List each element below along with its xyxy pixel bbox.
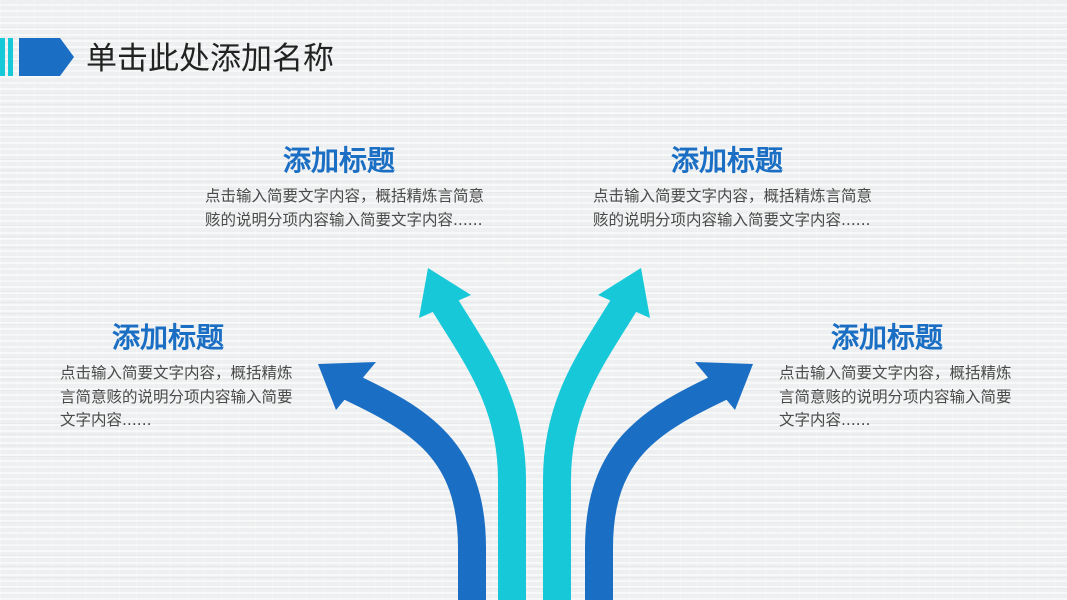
text-block-right: 添加标题 点击输入简要文字内容，概括精炼言简意赅的说明分项内容输入简要文字内容.… xyxy=(779,320,1019,433)
arrow-inner-right xyxy=(543,292,640,600)
block-title: 添加标题 xyxy=(831,321,944,354)
arrow-outer-right-head xyxy=(695,362,753,410)
text-block-left: 添加标题 点击输入简要文字内容，概括精炼言简意赅的说明分项内容输入简要文字内容.… xyxy=(60,320,300,433)
header-bar-icon xyxy=(8,38,13,76)
block-text: 点击输入简要文字内容，概括精炼言简意赅的说明分项内容输入简要文字内容...... xyxy=(60,364,293,429)
arrow-outer-left xyxy=(342,373,486,600)
arrow-inner-right-head xyxy=(598,268,650,318)
header-chevron-icon xyxy=(19,38,74,76)
arrow-inner-left xyxy=(429,292,526,600)
header-tag-icon xyxy=(0,38,74,76)
arrow-inner-left-head xyxy=(419,268,471,318)
header-bar-icon xyxy=(0,38,5,76)
block-text: 点击输入简要文字内容，概括精炼言简意赅的说明分项内容输入简要文字内容...... xyxy=(779,364,1012,429)
page-title: 单击此处添加名称 xyxy=(86,41,334,77)
arrow-outer-left-head xyxy=(318,362,376,410)
block-title: 添加标题 xyxy=(112,321,225,354)
block-text: 点击输入简要文字内容，概括精炼言简意赅的说明分项内容输入简要文字内容...... xyxy=(593,187,873,229)
block-title: 添加标题 xyxy=(283,144,396,177)
block-title: 添加标题 xyxy=(671,144,784,177)
block-text: 点击输入简要文字内容，概括精炼言简意赅的说明分项内容输入简要文字内容...... xyxy=(205,187,485,229)
text-block-top-left: 添加标题 点击输入简要文字内容，概括精炼言简意赅的说明分项内容输入简要文字内容.… xyxy=(205,143,495,232)
arrow-outer-right xyxy=(585,373,729,600)
text-block-top-right: 添加标题 点击输入简要文字内容，概括精炼言简意赅的说明分项内容输入简要文字内容.… xyxy=(593,143,883,232)
